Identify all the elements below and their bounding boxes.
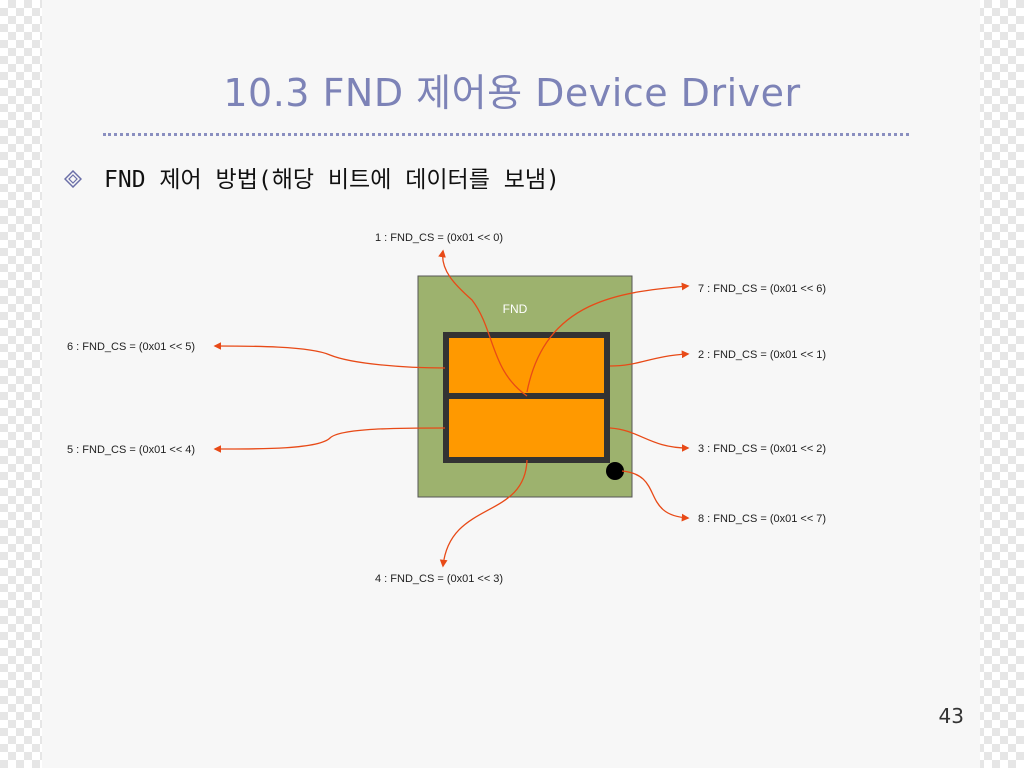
lower-segment-box [443, 393, 610, 463]
arrow-seg-1 [438, 249, 528, 397]
arrow-seg-4 [439, 459, 528, 568]
segment-label-2: 2 : FND_CS = (0x01 << 1) [698, 349, 826, 361]
arrow-seg-2 [609, 350, 690, 367]
segment-label-6: 6 : FND_CS = (0x01 << 5) [67, 341, 195, 353]
segment-label-5: 5 : FND_CS = (0x01 << 4) [67, 444, 195, 456]
decimal-point [606, 462, 624, 480]
page-number: 43 [938, 704, 964, 728]
segment-label-8: 8 : FND_CS = (0x01 << 7) [698, 513, 826, 525]
bullet-text: FND 제어 방법(해당 비트에 데이터를 보냄) [104, 167, 560, 193]
arrow-seg-7 [526, 282, 690, 393]
upper-segment-box [443, 332, 610, 399]
segment-label-1: 1 : FND_CS = (0x01 << 0) [375, 232, 503, 244]
diamond-bullet-icon [64, 170, 82, 188]
title-divider [103, 133, 909, 136]
segment-label-4: 4 : FND_CS = (0x01 << 3) [375, 573, 503, 585]
arrow-seg-5 [213, 427, 446, 453]
segment-label-7: 7 : FND_CS = (0x01 << 6) [698, 283, 826, 295]
arrow-seg-3 [609, 427, 690, 452]
fnd-label: FND [503, 302, 528, 316]
segment-label-3: 3 : FND_CS = (0x01 << 2) [698, 443, 826, 455]
arrow-seg-8 [621, 470, 690, 522]
slide-title: 10.3 FND 제어용 Device Driver [223, 71, 801, 115]
arrow-seg-6 [213, 342, 446, 369]
